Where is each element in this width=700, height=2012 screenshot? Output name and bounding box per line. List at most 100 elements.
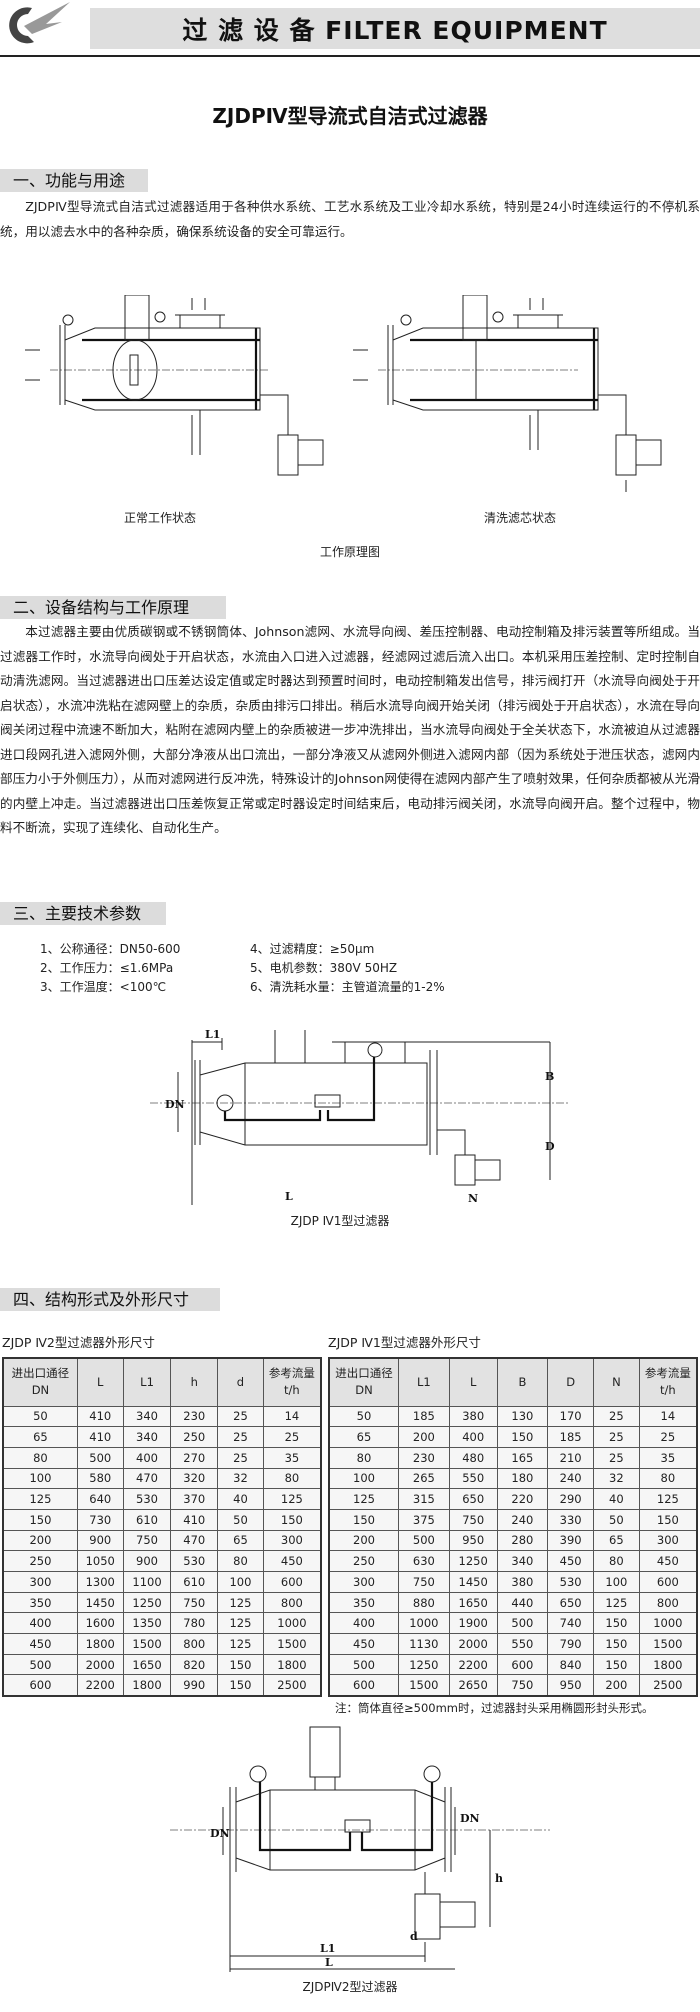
table-cell: 150: [217, 1674, 264, 1697]
iv1-dimension-diagram: L1 DN DN L B D N: [150, 1030, 570, 1205]
table-cell: 250: [170, 1426, 219, 1448]
section-heading-params: 三、主要技术参数: [0, 902, 166, 925]
table-cell: 730: [76, 1508, 124, 1531]
table-cell: 480: [448, 1446, 498, 1469]
column-header-line: D: [566, 1374, 576, 1389]
table-cell: 270: [170, 1446, 219, 1469]
table-cell: 1500: [638, 1633, 698, 1655]
table-cell: 35: [638, 1446, 698, 1469]
column-header-line: 进出口通径: [11, 1366, 70, 1381]
table-cell: 880: [398, 1591, 450, 1614]
table-cell: 2200: [76, 1674, 124, 1697]
table-cell: 1130: [398, 1633, 450, 1655]
iv2-diagram-caption: ZJDPⅣ2型过滤器: [302, 1980, 398, 1994]
table-cell: 2000: [448, 1633, 498, 1655]
table-cell: 35: [262, 1446, 322, 1469]
table-cell: 150: [593, 1653, 640, 1676]
iv1-diagram-caption: ZJDP Ⅳ1型过滤器: [290, 1214, 390, 1228]
table-cell: 125: [217, 1591, 264, 1614]
table-cell: 790: [547, 1633, 594, 1655]
table-cell: 1800: [638, 1653, 698, 1676]
table-cell: 380: [496, 1571, 549, 1593]
table-cell: 820: [170, 1653, 219, 1676]
table-cell: 150: [638, 1508, 698, 1531]
table-cell: 25: [217, 1426, 264, 1448]
diagram-caption-normal: 正常工作状态: [123, 511, 196, 525]
table-cell: 125: [328, 1488, 399, 1510]
table-iv1-title: ZJDP Ⅳ1型过滤器外形尺寸: [328, 1335, 481, 1350]
section-heading-function: 一、功能与用途: [0, 169, 148, 192]
table-cell: 32: [593, 1467, 640, 1490]
table-cell: 1800: [76, 1633, 124, 1655]
table-cell: 125: [638, 1488, 698, 1510]
column-header-line: h: [190, 1374, 198, 1389]
section-heading-structure: 二、设备结构与工作原理: [0, 596, 226, 619]
company-logo: [2, 2, 72, 52]
table-iv2-title: ZJDP Ⅳ2型过滤器外形尺寸: [2, 1335, 155, 1350]
table-cell: 600: [496, 1653, 549, 1676]
table-cell: 950: [547, 1674, 594, 1697]
column-header-line: L: [469, 1374, 477, 1389]
column-header-line: 进出口通径: [335, 1366, 393, 1381]
table-cell: 50: [593, 1508, 640, 1531]
table-cell: 800: [262, 1591, 322, 1614]
page-title: ZJDPⅣ型导流式自洁式过滤器: [212, 104, 488, 128]
table-cell: 550: [496, 1633, 549, 1655]
column-header: L1: [398, 1357, 450, 1407]
table-cell: 65: [2, 1426, 78, 1448]
table-cell: 500: [76, 1446, 124, 1469]
header-divider: [0, 55, 700, 57]
param-item: 6、清洗耗水量：主管道流量的1-2%: [250, 980, 445, 994]
table-cell: 450: [2, 1633, 78, 1655]
table-cell: 800: [638, 1591, 698, 1614]
table-cell: 125: [262, 1488, 322, 1510]
table-cell: 2500: [262, 1674, 322, 1697]
table-cell: 470: [170, 1529, 219, 1552]
table-cell: 25: [593, 1405, 640, 1428]
table-cell: 125: [217, 1612, 264, 1635]
table-cell: 410: [76, 1405, 124, 1428]
table-cell: 650: [547, 1591, 594, 1614]
table-cell: 370: [170, 1488, 219, 1510]
table-cell: 530: [122, 1488, 172, 1510]
table-cell: 25: [217, 1405, 264, 1428]
table-cell: 500: [496, 1612, 549, 1635]
dim-label-l1: L1: [205, 1030, 220, 1041]
table-cell: 290: [547, 1488, 594, 1510]
table-cell: 750: [398, 1571, 450, 1593]
column-header: D: [547, 1357, 594, 1407]
table-cell: 150: [593, 1612, 640, 1635]
table-cell: 200: [398, 1426, 450, 1448]
table-cell: 150: [593, 1633, 640, 1655]
table-cell: 400: [2, 1612, 78, 1635]
table-cell: 80: [593, 1550, 640, 1572]
table-cell: 580: [76, 1467, 124, 1490]
table-cell: 2200: [448, 1653, 498, 1676]
table-cell: 265: [398, 1467, 450, 1490]
column-header: L: [448, 1357, 498, 1407]
table-cell: 750: [122, 1529, 172, 1552]
column-header-line: L1: [140, 1374, 154, 1389]
table-cell: 900: [76, 1529, 124, 1552]
table-cell: 400: [448, 1426, 498, 1448]
table-cell: 80: [217, 1550, 264, 1572]
table-cell: 25: [217, 1446, 264, 1469]
table-cell: 1350: [122, 1612, 172, 1635]
table-cell: 65: [328, 1426, 399, 1448]
dim-label-d: d: [410, 1930, 418, 1943]
table-cell: 610: [122, 1508, 172, 1531]
